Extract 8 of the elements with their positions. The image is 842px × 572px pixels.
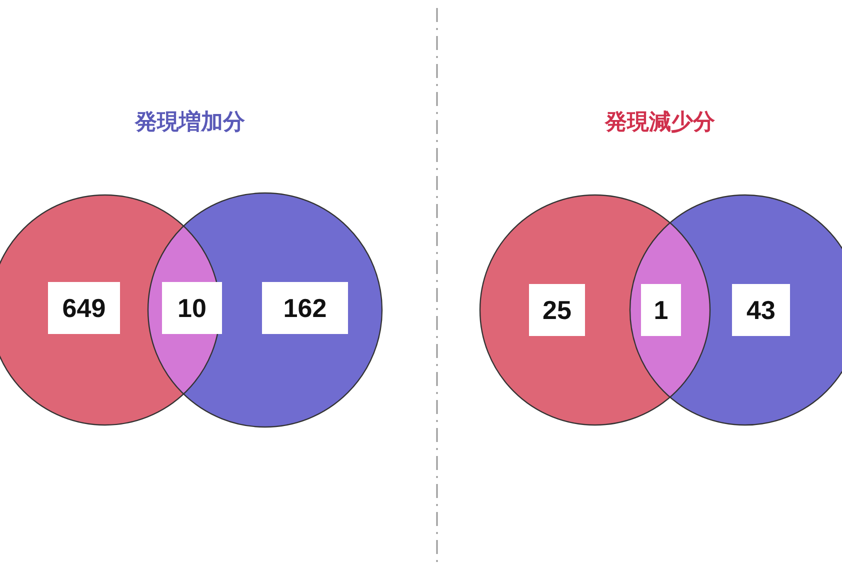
count-label: 25	[529, 284, 585, 336]
count-label: 649	[48, 282, 120, 334]
count-label: 10	[162, 282, 222, 334]
venn-title: 発現増加分	[134, 108, 246, 137]
count-label: 43	[732, 284, 790, 336]
count-label: 1	[641, 284, 681, 336]
venn-title: 発現減少分	[604, 109, 716, 137]
count-label: 162	[262, 282, 348, 334]
